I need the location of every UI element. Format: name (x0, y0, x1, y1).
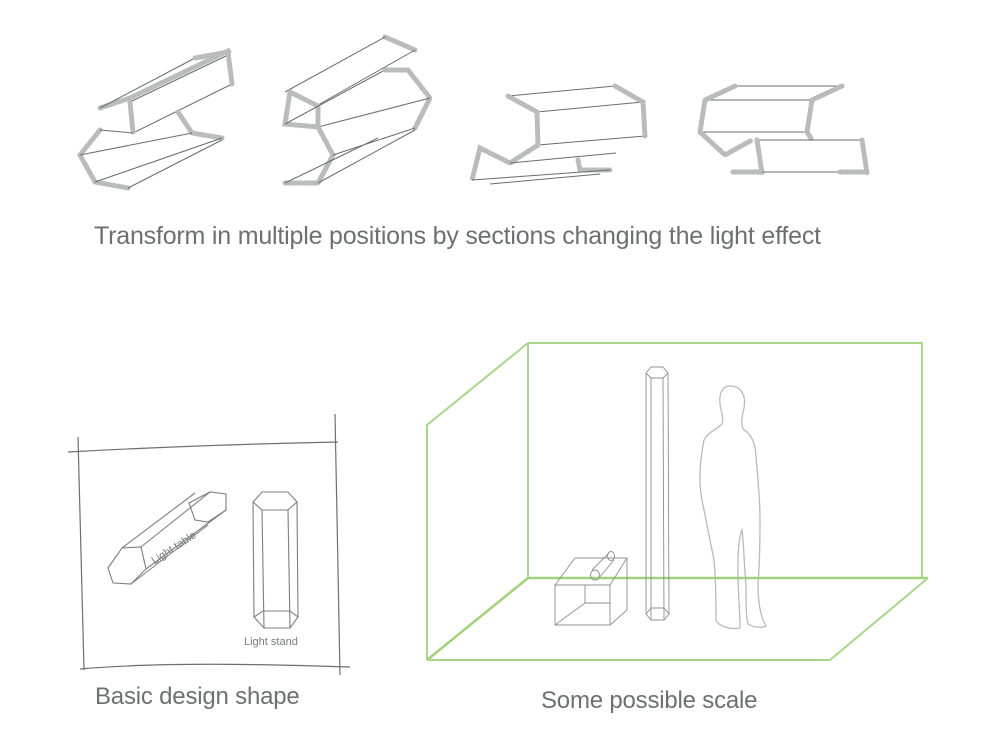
transform-sketches (77, 34, 870, 191)
room-wireframe (426, 342, 929, 661)
light-stand-shape (252, 491, 299, 629)
light-table-box (554, 551, 628, 626)
light-table-label: Light table (149, 529, 199, 567)
light-stand-label: Light stand (244, 636, 298, 648)
transform-variant-3 (469, 83, 648, 185)
tall-light-stand (645, 366, 670, 621)
sketch-frame (67, 413, 351, 676)
transform-variant-1 (77, 47, 235, 191)
human-silhouette (699, 385, 767, 630)
light-table-shape (107, 491, 227, 585)
scale-caption: Some possible scale (541, 687, 758, 714)
transform-variant-4 (697, 83, 870, 176)
transform-caption: Transform in multiple positions by secti… (94, 222, 821, 250)
basic-design-caption: Basic design shape (95, 683, 300, 710)
transform-variant-2 (282, 34, 433, 186)
